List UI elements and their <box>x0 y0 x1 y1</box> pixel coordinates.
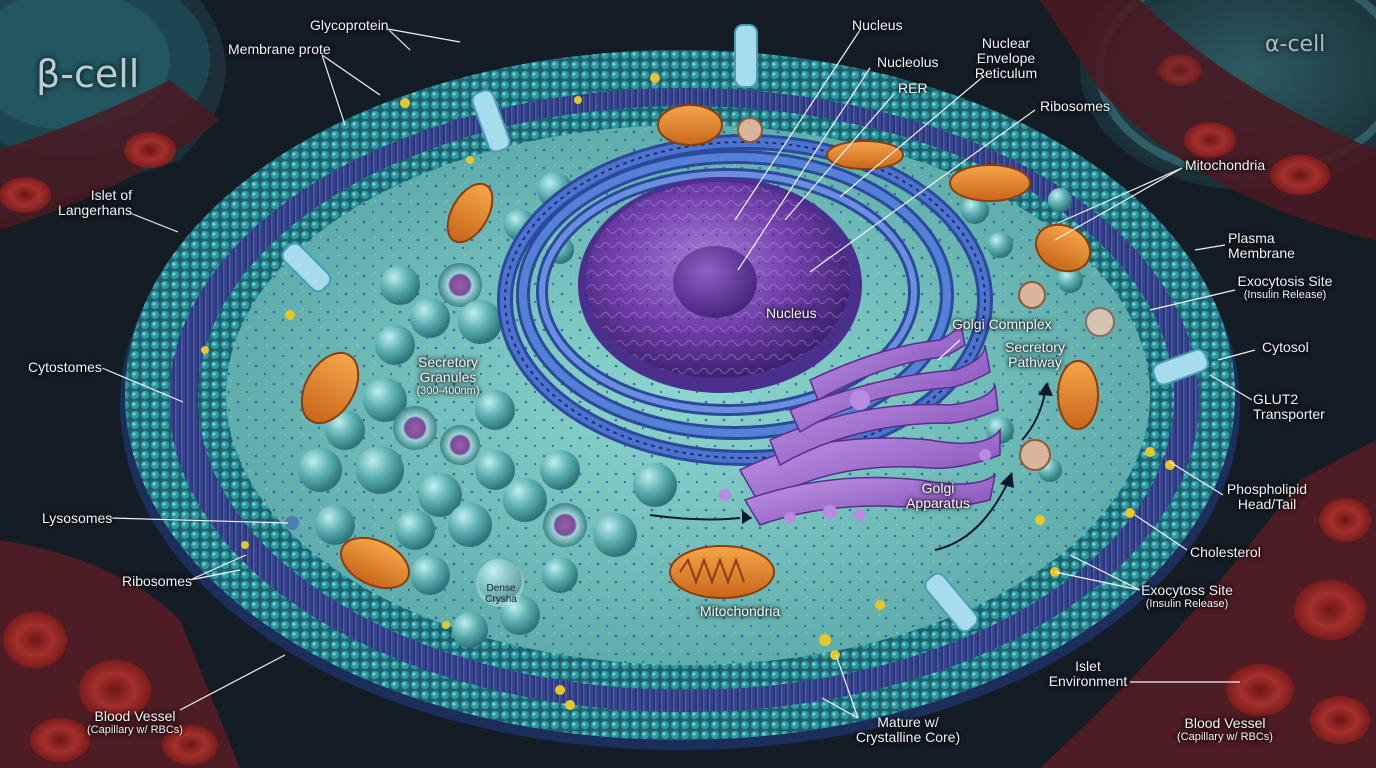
beta-cell-title: β-cell <box>36 52 140 96</box>
label-ribosomes-top: Ribosomes <box>1040 98 1111 114</box>
mitochondria-group <box>300 104 1099 599</box>
label-lysosomes: Lysosomes <box>42 510 113 526</box>
label-blood-vessel-right: Blood Vessel(Capillary w/ RBCs) <box>1177 715 1273 744</box>
label-cytostomes: Cytostomes <box>28 359 102 375</box>
label-mature-core: Mature w/Crystalline Core) <box>855 714 961 745</box>
label-membrane-prote: Membrane prote <box>228 41 331 57</box>
label-glycoprotein: Glycoprotein <box>310 17 389 33</box>
channels <box>281 24 1209 633</box>
leader-lines <box>101 28 1256 719</box>
label-nucleus-top: Nucleus <box>852 17 903 33</box>
label-mitochondria-bottom: Mitochondria <box>700 603 781 619</box>
label-exocytoss-site: Exocytoss Site(Insulin Release) <box>1141 582 1233 611</box>
cholesterol-dots <box>201 73 1175 710</box>
label-cytosol: Cytosol <box>1262 339 1309 355</box>
label-nucleolus: Nucleolus <box>877 54 939 70</box>
label-golgi-complex: Golgi Comnplex <box>952 316 1052 332</box>
label-nucleus-center: Nucleus <box>766 305 817 321</box>
lysosomes <box>285 117 1115 530</box>
label-ribosomes-left: Ribosomes <box>122 573 193 589</box>
label-mitochondria-right: Mitochondria <box>1185 157 1266 173</box>
label-exocytosis-site: Exocytosis Site(Insulin Release) <box>1237 273 1333 302</box>
secretory-granules <box>298 172 1083 648</box>
label-blood-vessel-left: Blood Vessel(Capillary w/ RBCs) <box>87 708 183 737</box>
nucleolus <box>673 246 757 318</box>
label-rer: RER <box>898 80 928 96</box>
rbcs <box>0 54 1371 765</box>
label-cholesterol: Cholesterol <box>1190 544 1261 560</box>
alpha-cell-title: α-cell <box>1265 32 1326 57</box>
golgi-apparatus <box>719 319 1001 526</box>
